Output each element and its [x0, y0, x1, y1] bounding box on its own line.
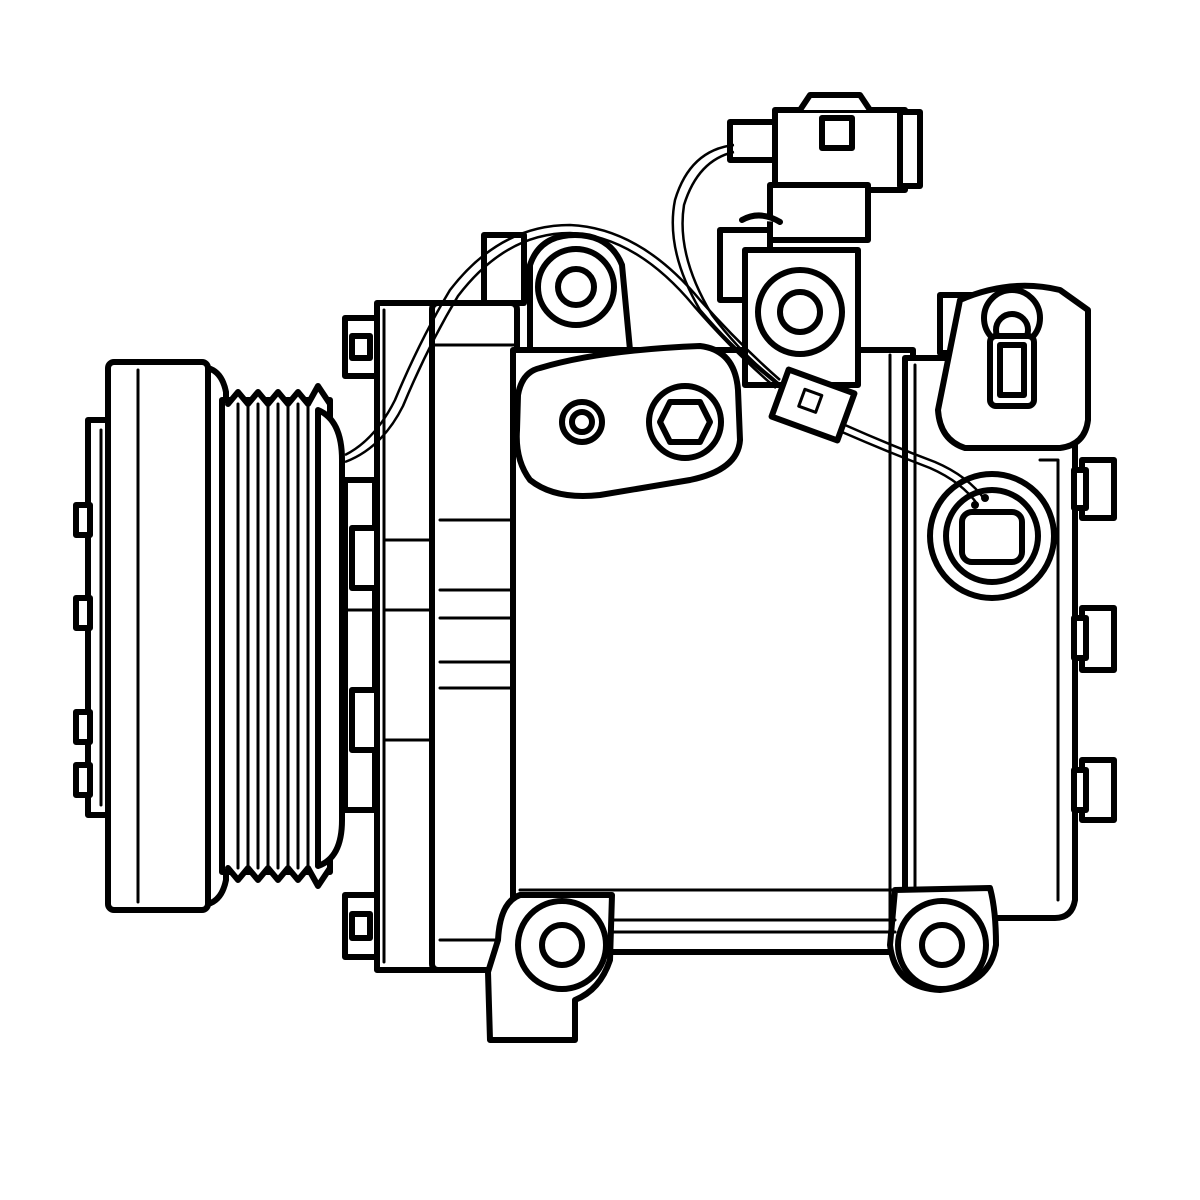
discharge-fitting	[935, 282, 1091, 451]
clutch-coil-housing	[105, 359, 229, 913]
front-housing	[374, 300, 520, 973]
bottom-left-mount-ear	[485, 892, 615, 1043]
front-collar	[342, 477, 381, 813]
top-left-mount-ear	[481, 232, 633, 353]
pulley	[219, 383, 345, 889]
bottom-right-mount-ear	[610, 885, 999, 993]
wiring-harness	[344, 143, 989, 509]
electrical-connector	[727, 92, 923, 243]
suction-fitting	[513, 343, 743, 499]
top-right-mount-ear	[717, 227, 861, 388]
service-port	[927, 471, 1057, 601]
rear-bolts	[1071, 457, 1117, 823]
front-bolts	[342, 315, 380, 960]
